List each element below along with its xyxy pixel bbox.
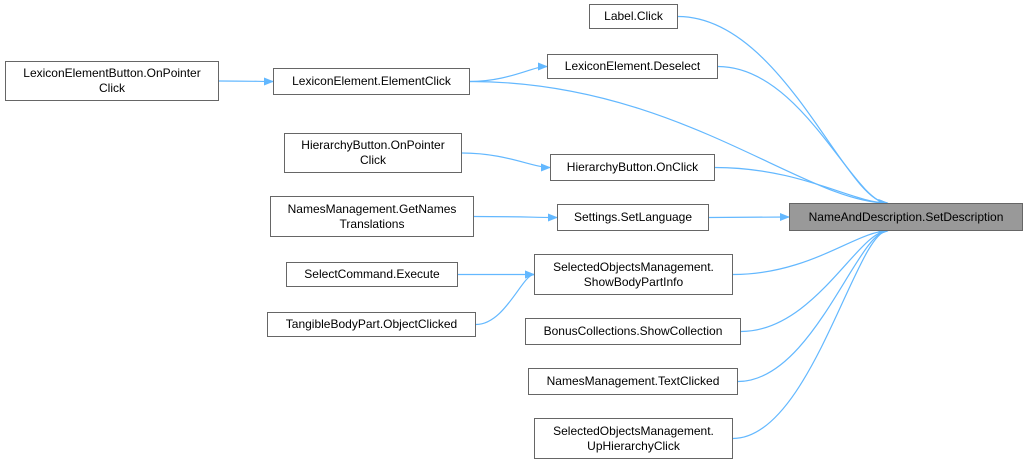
edge-selected_showbodypart-to-root [732,227,889,276]
node-label-line-2: Translations [339,216,405,231]
node-label-line-1: NamesManagement.GetNames [287,201,457,216]
node-label: Label.Click [604,9,663,23]
node-lexicon-deselect[interactable]: LexiconElement.Deselect [547,54,718,79]
edge-lexicon_deselect-to-root [717,65,889,207]
node-label: LexiconElement.Deselect [564,59,701,73]
node-lexicon-element-click[interactable]: LexiconElement.ElementClick [273,68,470,95]
node-label: Settings.SetLanguage [573,210,693,224]
node-tangible-objectclicked[interactable]: TangibleBodyPart.ObjectClicked [267,312,476,337]
node-hierarchy-onclick[interactable]: HierarchyButton.OnClick [550,154,715,181]
node-names-get-translations[interactable]: NamesManagement.GetNames Translations [270,196,474,237]
node-selectcommand-execute[interactable]: SelectCommand.Execute [286,262,458,287]
edge-settings_setlanguage-to-root [708,213,790,222]
edges [218,15,889,440]
node-label-line-1: SelectedObjectsManagement. [553,423,714,438]
node-hierarchy-onpointer-click[interactable]: HierarchyButton.OnPointer Click [284,133,462,173]
edge-bonus_showcollection-to-root [740,227,889,333]
node-label-line-1: LexiconElementButton.OnPointer [23,66,201,80]
node-label-line-2: ShowBodyPartInfo [583,274,684,289]
node-label: BonusCollections.ShowCollection [543,324,723,338]
edge-lexicon_element_click-to-lexicon_deselect [469,62,548,83]
node-label-line-2: Click [99,81,125,95]
node-label-click[interactable]: Label.Click [589,4,678,29]
node-root-set-description[interactable]: NameAndDescription.SetDescription [789,203,1023,231]
node-label-line-2: UpHierarchyClick [587,438,680,453]
edge-hierarchy_onclick-to-root [714,166,889,207]
node-label-line-2: Click [360,153,386,167]
node-root-label: NameAndDescription.SetDescription [808,209,1004,224]
node-lexicon-button-onpointer-click[interactable]: LexiconElementButton.OnPointer Click [5,61,219,101]
node-label-line-1: HierarchyButton.OnPointer [301,138,445,152]
node-selected-uphierarchyclick[interactable]: SelectedObjectsManagement. UpHierarchyCl… [534,418,733,459]
node-bonus-showcollection[interactable]: BonusCollections.ShowCollection [525,318,741,345]
node-selected-showbodypartinfo[interactable]: SelectedObjectsManagement. ShowBodyPartI… [534,254,733,295]
node-label: LexiconElement.ElementClick [292,74,451,88]
node-label: NamesManagement.TextClicked [546,374,720,388]
node-label: SelectCommand.Execute [304,267,440,281]
node-label-line-1: SelectedObjectsManagement. [553,259,714,274]
node-settings-setlanguage[interactable]: Settings.SetLanguage [557,204,709,231]
edge-names_get_translations-to-settings_setlanguage [473,213,558,222]
edge-lexicon_button_onpointer-to-lexicon_element_click [218,77,274,86]
edge-tangible_objectclicked-to-selected_showbodypart [475,270,535,326]
edge-names_textclicked-to-root [737,227,889,383]
edge-hierarchy_onpointer-to-hierarchy_onclick [461,152,551,172]
edge-selected_uphierarchy-to-root [732,227,889,440]
node-label: HierarchyButton.OnClick [566,160,699,174]
node-label: TangibleBodyPart.ObjectClicked [285,317,458,331]
node-names-textclicked[interactable]: NamesManagement.TextClicked [528,368,738,395]
edge-lexicon_element_click-to-root [469,80,889,207]
